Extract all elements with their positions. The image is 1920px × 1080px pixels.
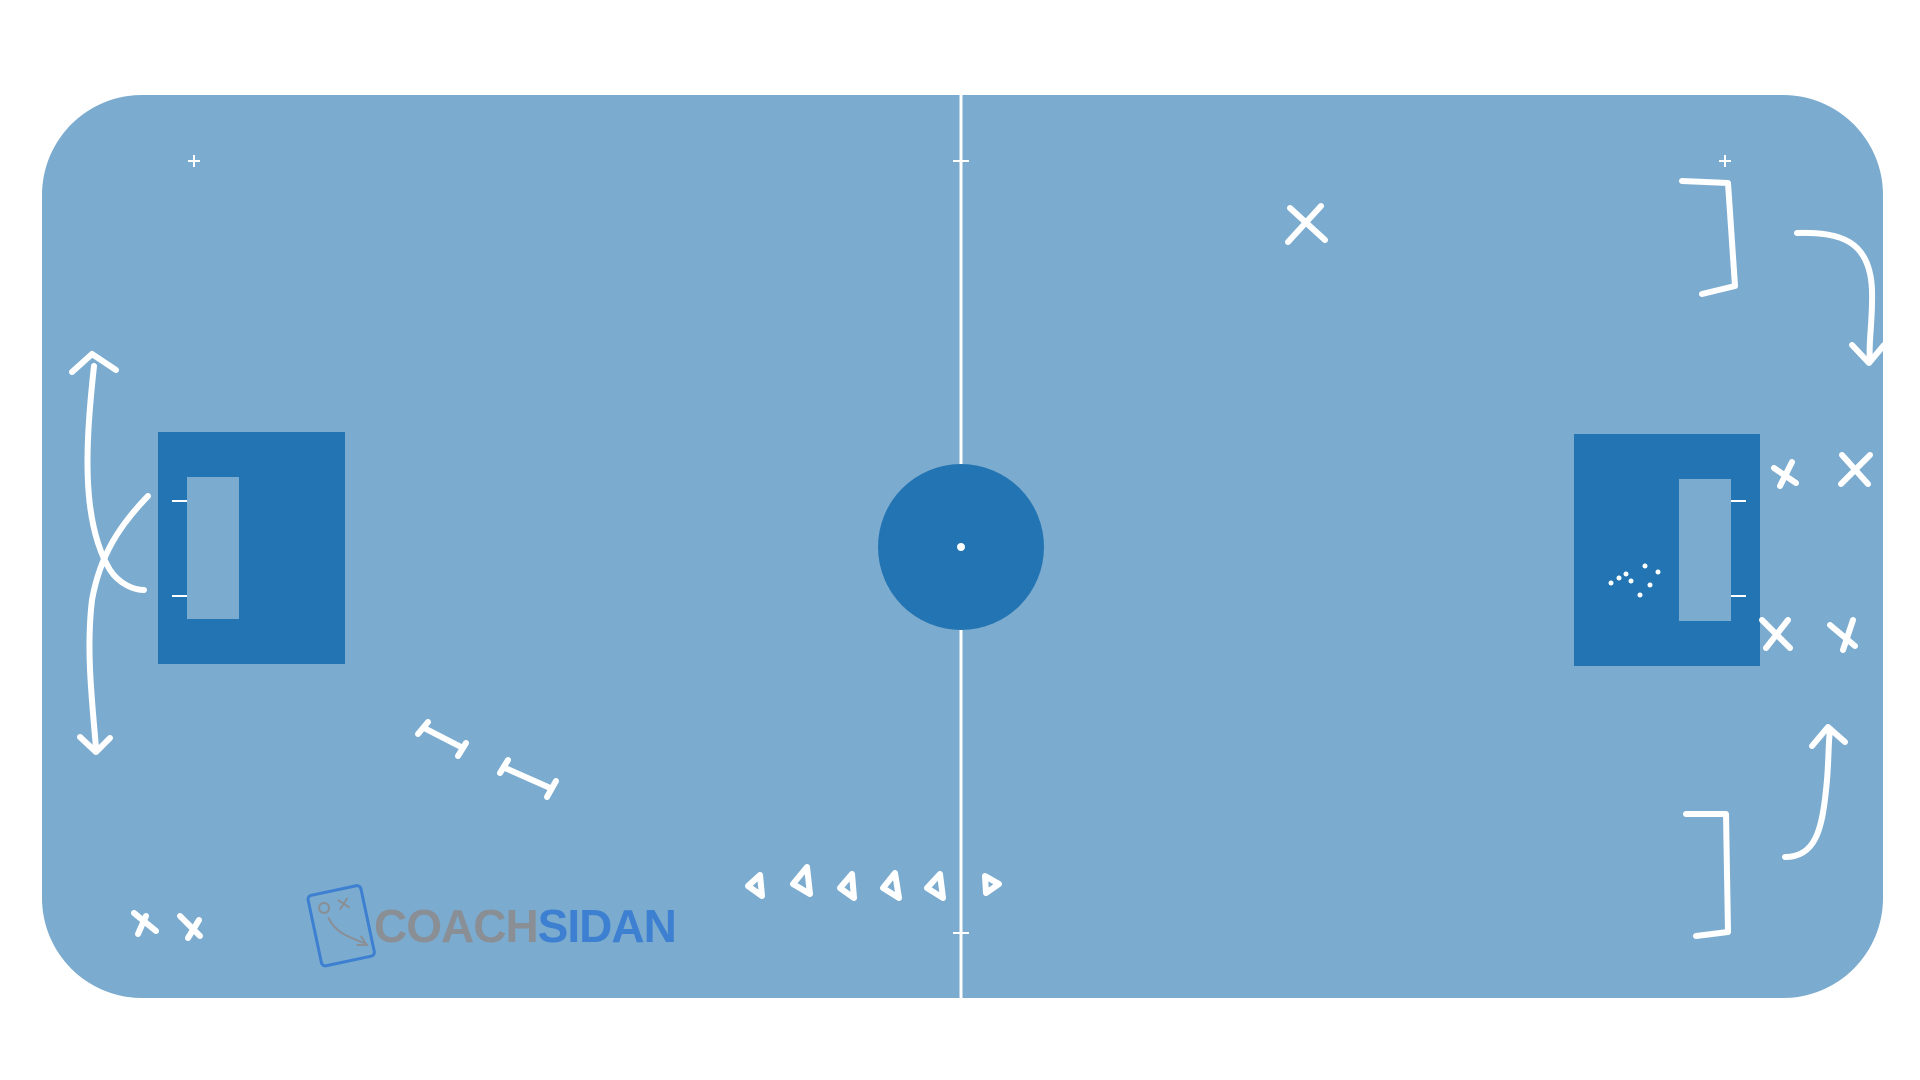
coachsidan-logo: COACH SIDAN (306, 884, 677, 968)
mini-goal-icon (1679, 178, 1738, 939)
tactics-board-icon (306, 884, 376, 968)
cone-icon (745, 864, 1002, 901)
center-spot (957, 543, 965, 551)
left-penalty-area (158, 432, 345, 664)
left-goal-area (187, 477, 239, 619)
movement-arrow-icon (1782, 229, 1887, 860)
logo-text-coach: COACH (374, 900, 538, 952)
right-penalty-area (1574, 434, 1760, 666)
player-cross-icon (131, 910, 203, 941)
logo-text-sidan: SIDAN (538, 900, 676, 952)
player-cross-icon (1285, 203, 1328, 245)
ball-icon (1608, 563, 1661, 598)
hurdle-icon (415, 719, 559, 800)
right-goal-area (1679, 479, 1731, 621)
pitch-tick-marks (188, 155, 1731, 934)
movement-arrow-icon (69, 351, 151, 755)
player-cross-icon (1759, 452, 1873, 653)
